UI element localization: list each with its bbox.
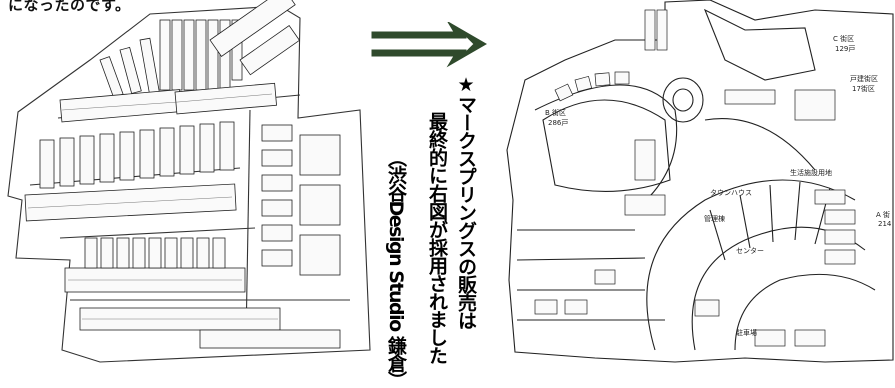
- vertical-text-line-1: ★マークスプリングスの販売は: [455, 74, 477, 329]
- label-a-units: 214: [878, 220, 892, 228]
- label-detached-units: 17街区: [852, 85, 875, 93]
- vertical-text-line-3: （渋谷Design Studio 鎌倉）: [385, 148, 407, 388]
- label-b-block: B 街区: [545, 109, 567, 117]
- label-b-units: 286戸: [548, 119, 569, 127]
- double-arrow-icon: [371, 22, 487, 68]
- label-townhouse: タウンハウス: [710, 189, 752, 197]
- label-center: センター: [736, 247, 764, 255]
- label-management: 管理棟: [704, 215, 725, 223]
- right-site-plan: [506, 0, 894, 363]
- label-parking: 駐車場: [736, 329, 757, 337]
- label-a-block: A 街: [876, 211, 891, 219]
- vertical-text-line-2: 最終的に右図が採用されました: [426, 112, 448, 364]
- label-c-block: C 街区: [833, 35, 855, 43]
- label-detached: 戸建街区: [850, 75, 878, 83]
- caption-text: になったのです。: [8, 0, 131, 14]
- label-facility: 生活施設用地: [790, 169, 832, 177]
- label-c-units: 129戸: [835, 45, 856, 53]
- left-site-plan: [7, 0, 371, 363]
